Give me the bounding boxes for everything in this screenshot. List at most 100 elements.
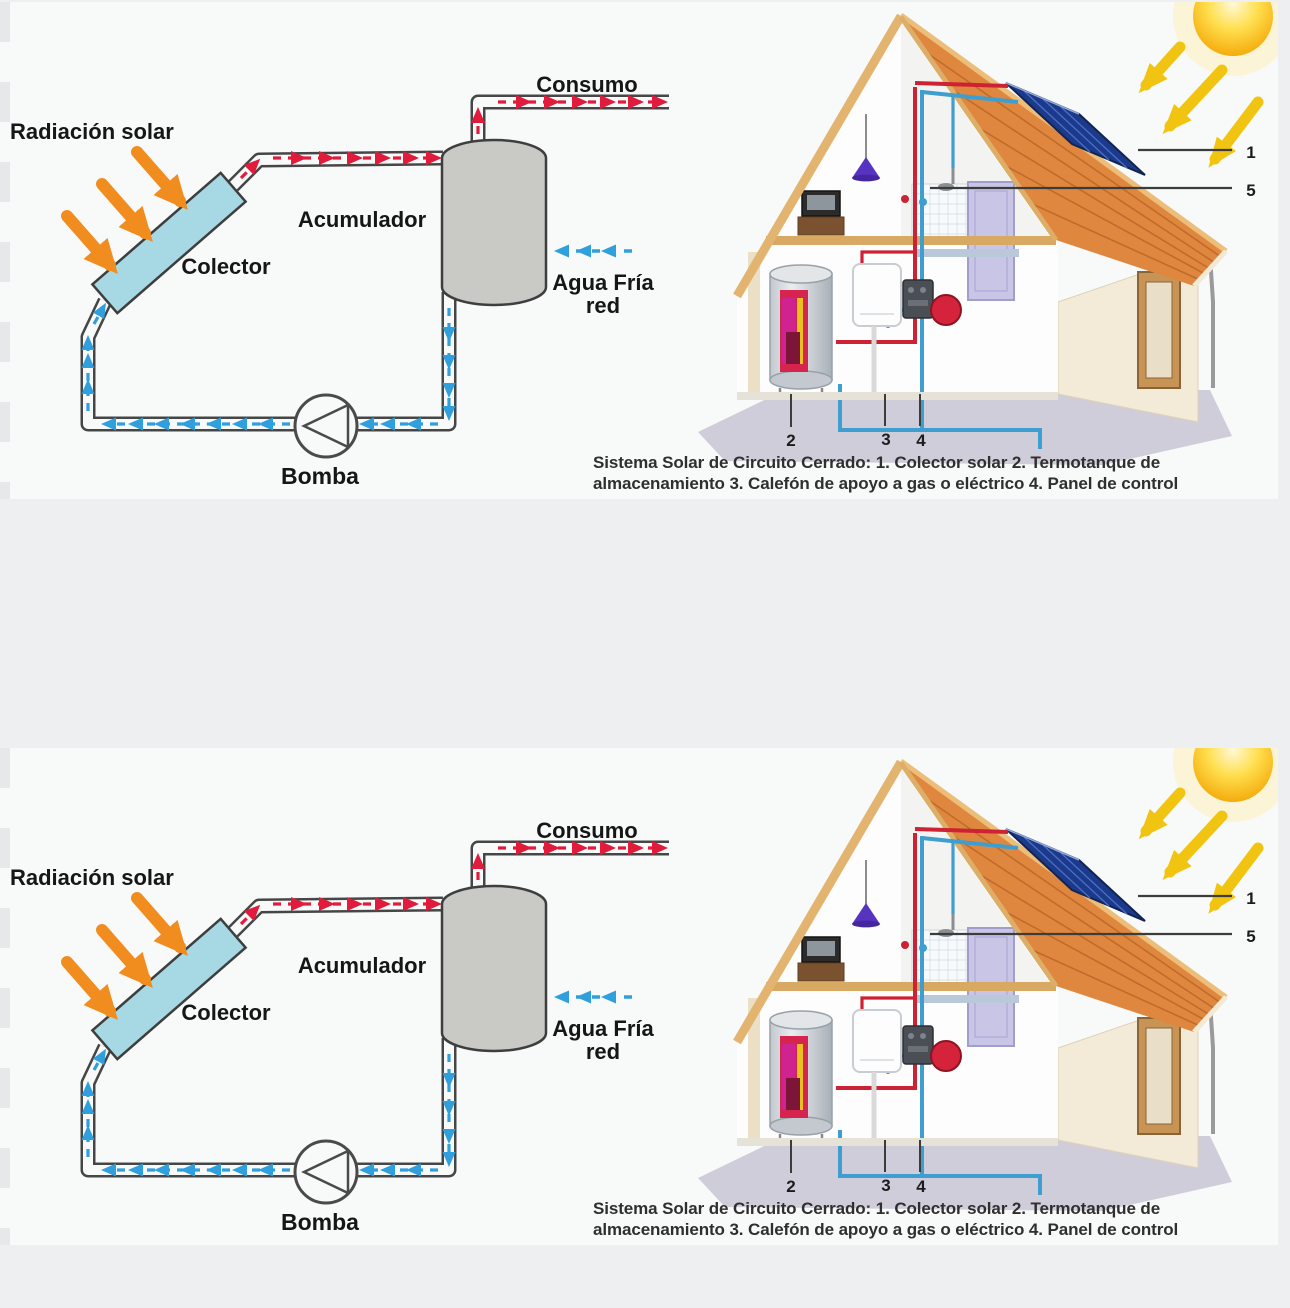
- accumulator-tank: [440, 138, 548, 307]
- solar-panel-grid: [1023, 836, 1128, 915]
- cold-pipe-inner: [83, 292, 454, 429]
- cold-water-label-line1: Agua Fría: [552, 1016, 654, 1041]
- hot-valve: [901, 941, 909, 949]
- cold-water-label-line2: red: [586, 1039, 620, 1064]
- house-pipes: [836, 87, 1042, 449]
- cutaway-wall-edge: [748, 252, 760, 394]
- callout-number-1: 1: [1246, 889, 1255, 908]
- diagram-canvas: Radiación solar Colector Acumulador Cons…: [10, 2, 1278, 489]
- control-panel: [902, 1025, 934, 1065]
- pump-symbol: [293, 1139, 359, 1205]
- closed-loop-schematic: Radiación solar Colector Acumulador Cons…: [10, 818, 671, 1235]
- hot-flow-arrows: [239, 841, 668, 926]
- hot-pipe-inner: [229, 899, 444, 936]
- solar-collector-symbol: [90, 917, 248, 1061]
- page-left-edge-pattern: [0, 2, 10, 499]
- accumulator-label: Acumulador: [298, 207, 427, 232]
- cold-pipe-outline: [80, 1038, 457, 1178]
- cold-pipe-outline: [80, 292, 457, 432]
- collector-label: Colector: [181, 1000, 271, 1025]
- callout-number-1: 1: [1246, 143, 1255, 162]
- hot-flow-arrows: [239, 95, 668, 180]
- figure-caption: Sistema Solar de Circuito Cerrado: 1. Co…: [593, 1199, 1278, 1240]
- caption-line-2: almacenamiento 3. Calefón de apoyo a gas…: [593, 473, 1179, 493]
- radiation-label: Radiación solar: [10, 865, 174, 890]
- callouts: 1 5 2 3 4: [786, 143, 1255, 450]
- right-wall-window-pane: [1145, 1027, 1173, 1125]
- backup-heater: [852, 263, 902, 394]
- roof-planks: [926, 52, 1222, 281]
- roof: [733, 12, 1228, 299]
- bathroom-floor-ledge: [915, 995, 1019, 1003]
- ground-shadow: [698, 390, 1232, 465]
- closed-loop-schematic: Radiación solar Colector Acumulador Cons…: [10, 72, 671, 489]
- radiation-label: Radiación solar: [10, 119, 174, 144]
- callout-number-2: 2: [786, 431, 795, 450]
- page-left-edge-pattern: [0, 748, 10, 1245]
- consumption-pipe-outline: [470, 840, 669, 888]
- panel-hot-connector: [914, 827, 1009, 834]
- consumption-label: Consumo: [536, 818, 637, 843]
- diagram-canvas: Radiación solar Colector Acumulador Cons…: [10, 748, 1278, 1235]
- callout-number-4: 4: [916, 431, 926, 450]
- house-floor-strip: [737, 1138, 1058, 1146]
- callout-number-2: 2: [786, 1177, 795, 1196]
- storage-tank: [769, 264, 833, 395]
- callout-number-4: 4: [916, 1177, 926, 1196]
- cold-water-label-line1: Agua Fría: [552, 270, 654, 295]
- callout-number-5: 5: [1246, 181, 1255, 200]
- caption-line-1: Sistema Solar de Circuito Cerrado: 1. Co…: [593, 1199, 1161, 1218]
- pendant-lamp: [852, 114, 880, 182]
- expansion-vessel: [930, 1040, 962, 1072]
- roof-planks: [926, 798, 1222, 1027]
- solar-collector-symbol: [90, 171, 248, 315]
- storage-tank: [769, 1010, 833, 1141]
- panel-cold-connector: [921, 90, 1019, 104]
- attic-tv: [797, 936, 845, 982]
- pump-label: Bomba: [281, 1209, 359, 1235]
- solar-system-diagram-image-top: Radiación solar Colector Acumulador Cons…: [10, 2, 1278, 499]
- cold-flow-arrows: [81, 302, 456, 431]
- panel-hot-connector: [914, 81, 1009, 88]
- cutaway-wall-edge: [748, 998, 760, 1140]
- pump-symbol: [293, 393, 359, 459]
- callout-number-5: 5: [1246, 927, 1255, 946]
- cold-flow-arrows: [81, 1048, 456, 1177]
- attic-floor-band: [766, 982, 1056, 991]
- roof-solar-panel: [914, 827, 1146, 922]
- hot-valve: [901, 195, 909, 203]
- collector-label: Colector: [181, 254, 271, 279]
- panel-cold-connector: [921, 836, 1019, 850]
- bathroom-floor-ledge: [915, 249, 1019, 257]
- pendant-lamp: [852, 860, 880, 928]
- expansion-vessel: [930, 294, 962, 326]
- solar-radiation-arrows: [61, 146, 188, 275]
- cold-water-label-line2: red: [586, 293, 620, 318]
- pump-label: Bomba: [281, 463, 359, 489]
- accumulator-label: Acumulador: [298, 953, 427, 978]
- attic-tv: [797, 190, 845, 236]
- caption-line-1: Sistema Solar de Circuito Cerrado: 1. Co…: [593, 453, 1161, 472]
- hot-pipe-inner: [229, 153, 444, 190]
- ground-shadow: [698, 1136, 1232, 1211]
- callout-number-3: 3: [881, 430, 890, 449]
- house-illustration: 1 5 2 3 4: [698, 748, 1278, 1211]
- sun: [1173, 2, 1278, 76]
- consumption-label: Consumo: [536, 72, 637, 97]
- callout-number-3: 3: [881, 1176, 890, 1195]
- caption-line-2: almacenamiento 3. Calefón de apoyo a gas…: [593, 1219, 1179, 1239]
- accumulator-tank: [440, 884, 548, 1053]
- solar-system-diagram-image-bottom: Radiación solar Colector Acumulador Cons…: [10, 748, 1278, 1245]
- house-illustration: 1 5 2 3 4: [698, 2, 1278, 465]
- control-panel: [902, 279, 934, 319]
- solar-radiation-arrows: [61, 892, 188, 1021]
- right-wall-window-pane: [1145, 281, 1173, 379]
- house-floor-strip: [737, 392, 1058, 400]
- attic-floor-band: [766, 236, 1056, 245]
- sun: [1173, 748, 1278, 822]
- consumption-pipe-outline: [470, 94, 669, 142]
- roof-solar-panel: [914, 81, 1146, 176]
- cold-pipe-inner: [83, 1038, 454, 1175]
- callouts: 1 5 2 3 4: [786, 889, 1255, 1196]
- figure-caption: Sistema Solar de Circuito Cerrado: 1. Co…: [593, 453, 1278, 494]
